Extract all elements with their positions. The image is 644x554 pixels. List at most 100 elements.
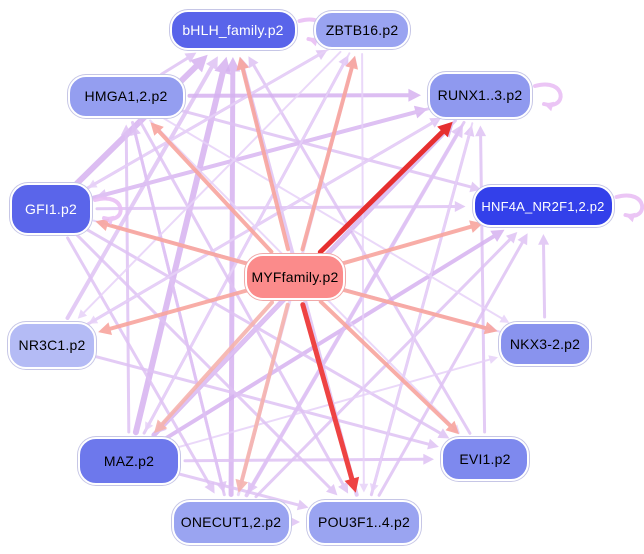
node-gfi1[interactable]: GFI1.p2 bbox=[10, 183, 92, 235]
edge-maz-hmga[interactable] bbox=[120, 124, 132, 434]
edge-myf-nkx32[interactable] bbox=[341, 288, 498, 335]
node-label: NKX3-2.p2 bbox=[509, 336, 581, 352]
edge-zbtb16-pou3f[interactable] bbox=[359, 53, 369, 493]
edge-maz-nkx32[interactable] bbox=[177, 355, 498, 449]
edge-runx-pou3f[interactable] bbox=[369, 122, 474, 493]
edge-line bbox=[542, 242, 547, 319]
edge-line bbox=[300, 64, 354, 252]
edge-myf-evi1[interactable] bbox=[318, 299, 460, 435]
edge-arrowhead bbox=[408, 88, 421, 102]
node-runx[interactable]: RUNX1..3.p2 bbox=[428, 71, 532, 119]
edge-onecut-pou3f[interactable] bbox=[288, 516, 300, 528]
edge-arrowhead bbox=[437, 428, 450, 439]
edge-line bbox=[161, 116, 504, 320]
edge-line bbox=[104, 222, 249, 266]
edge-zbtb16-maz[interactable] bbox=[145, 52, 351, 432]
self-loop-arrowhead bbox=[104, 215, 114, 226]
edge-line bbox=[341, 288, 489, 331]
edge-arrowhead bbox=[445, 420, 460, 435]
edge-arrowhead bbox=[499, 314, 510, 323]
edge-zbtb16-nr3c1[interactable] bbox=[77, 50, 342, 319]
node-label: MYFfamily.p2 bbox=[251, 269, 339, 285]
edge-hmga-pou3f[interactable] bbox=[138, 120, 349, 494]
edge-line bbox=[239, 302, 290, 484]
edge-gfi1-onecut[interactable] bbox=[66, 236, 215, 494]
edge-arrowhead bbox=[517, 233, 528, 246]
edge-evi1-runx[interactable] bbox=[475, 125, 487, 434]
node-pou3f[interactable]: POU3F1..4.p2 bbox=[307, 499, 421, 545]
self-loop-arrowhead bbox=[544, 101, 554, 112]
node-hnf4a[interactable]: HNF4A_NR2F1,2.p2 bbox=[472, 185, 614, 227]
self-loop-gfi1[interactable] bbox=[93, 196, 123, 226]
node-myf[interactable]: MYFfamily.p2 bbox=[245, 254, 345, 300]
edge-line bbox=[373, 122, 474, 487]
edge-arrowhead bbox=[488, 355, 498, 364]
edge-arrowhead bbox=[538, 234, 550, 245]
edge-line bbox=[103, 106, 432, 197]
edge-line bbox=[318, 299, 453, 429]
edge-myf-zbtb16[interactable] bbox=[300, 55, 359, 252]
self-loop-path bbox=[614, 193, 644, 218]
edge-runx-onecut[interactable] bbox=[247, 120, 466, 494]
edge-myf-hmga[interactable] bbox=[150, 122, 274, 254]
edge-nr3c1-bhlh[interactable] bbox=[65, 56, 218, 320]
edge-line bbox=[159, 300, 274, 427]
edge-line bbox=[163, 233, 497, 441]
edge-myf-onecut[interactable] bbox=[235, 302, 290, 493]
self-loop-runx[interactable] bbox=[533, 82, 563, 112]
edge-onecut-bhlh[interactable] bbox=[225, 57, 241, 497]
edge-evi1-bhlh[interactable] bbox=[248, 56, 472, 435]
self-loop-hnf4a[interactable] bbox=[614, 193, 644, 223]
edge-myf-runx[interactable] bbox=[317, 121, 453, 255]
edge-line bbox=[156, 128, 274, 254]
edge-line bbox=[65, 64, 215, 320]
edge-arrowhead bbox=[77, 309, 88, 319]
node-label: NR3C1.p2 bbox=[18, 337, 86, 353]
edge-myf-nr3c1[interactable] bbox=[98, 288, 249, 336]
node-label: GFI1.p2 bbox=[25, 201, 77, 217]
edge-nkx32-hnf4a[interactable] bbox=[538, 234, 550, 319]
edge-line bbox=[300, 302, 355, 483]
edge-line bbox=[131, 120, 223, 485]
edge-line bbox=[251, 120, 466, 487]
edge-line bbox=[183, 457, 426, 463]
node-bhlh[interactable]: bHLH_family.p2 bbox=[169, 10, 297, 50]
edge-myf-gfi1[interactable] bbox=[95, 218, 249, 266]
edge-hmga-nkx32[interactable] bbox=[161, 116, 510, 323]
edge-arrowhead bbox=[184, 52, 197, 63]
edge-myf-pou3f[interactable] bbox=[300, 302, 360, 493]
edge-hmga-runx[interactable] bbox=[187, 88, 422, 102]
edge-arrowhead bbox=[437, 121, 453, 138]
self-loop-arrowhead bbox=[625, 212, 636, 223]
edge-arrowhead bbox=[427, 438, 439, 450]
node-zbtb16[interactable]: ZBTB16.p2 bbox=[314, 11, 410, 49]
edge-runx-nr3c1[interactable] bbox=[88, 115, 444, 324]
node-hmga[interactable]: HMGA1,2.p2 bbox=[67, 74, 185, 118]
edge-line bbox=[66, 236, 212, 487]
edge-arrowhead bbox=[87, 179, 98, 188]
edge-gfi1-evi1[interactable] bbox=[84, 227, 450, 439]
edge-hmga-bhlh[interactable] bbox=[160, 52, 197, 76]
self-loop-path bbox=[533, 82, 563, 107]
edge-myf-bhlh[interactable] bbox=[236, 56, 290, 252]
node-evi1[interactable]: EVI1.p2 bbox=[441, 437, 529, 481]
edge-maz-evi1[interactable] bbox=[183, 453, 434, 465]
edge-myf-maz[interactable] bbox=[154, 300, 274, 434]
edge-arrowhead bbox=[236, 56, 250, 71]
edge-pou3f-hnf4a[interactable] bbox=[377, 233, 528, 497]
node-label: EVI1.p2 bbox=[459, 451, 511, 467]
edge-maz-hnf4a[interactable] bbox=[163, 229, 505, 441]
node-nkx32[interactable]: NKX3-2.p2 bbox=[499, 322, 591, 366]
edge-onecut-hnf4a[interactable] bbox=[254, 232, 518, 499]
edge-arrowhead bbox=[490, 229, 505, 242]
edge-arrowhead bbox=[289, 516, 300, 528]
node-nr3c1[interactable]: NR3C1.p2 bbox=[8, 321, 96, 369]
edge-zbtb16-gfi1[interactable] bbox=[87, 47, 331, 188]
node-onecut[interactable]: ONECUT1,2.p2 bbox=[171, 499, 291, 545]
edge-arrowhead bbox=[369, 483, 379, 493]
edge-line bbox=[93, 47, 331, 185]
edge-arrowhead bbox=[190, 54, 208, 73]
node-maz[interactable]: MAZ.p2 bbox=[78, 437, 180, 485]
